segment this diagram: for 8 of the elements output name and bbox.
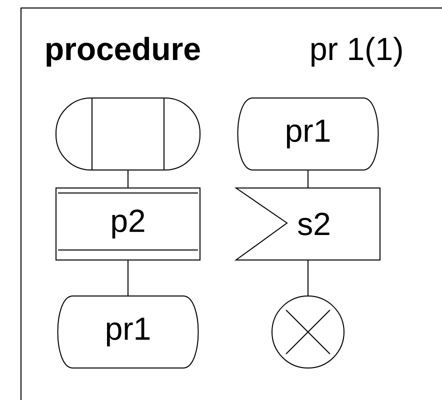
state-box: pr1 [237,98,379,170]
procedure-call-box: p2 [56,188,200,260]
procedure-start-symbol [56,98,200,170]
title: procedure [46,36,200,67]
stop-symbol [272,296,344,368]
state-box: pr1 [57,296,199,368]
page-number: pr 1(1) [312,36,402,67]
input-signal-box: s2 [234,188,380,260]
